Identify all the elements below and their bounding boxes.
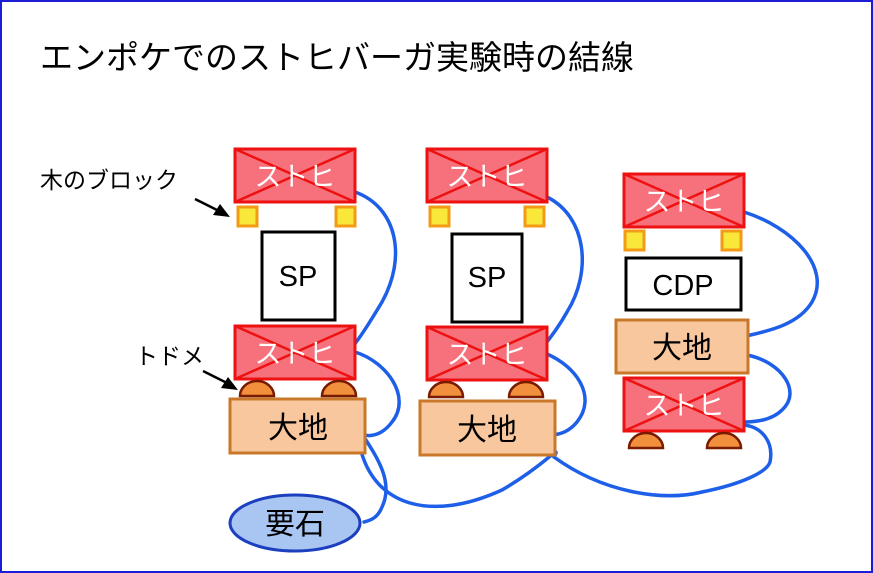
todome-stopper [238, 379, 276, 398]
device-box: SP [450, 232, 524, 324]
bottom-stohi-block: ストヒ [425, 325, 549, 382]
top-stohi-block: ストヒ [233, 147, 357, 204]
stohi-label: ストヒ [644, 391, 725, 422]
stohi-label: ストヒ [255, 162, 336, 193]
ground-block: 大地 [228, 397, 367, 455]
diagram-title: エンポケでのストヒバーガ実験時の結線 [40, 38, 634, 77]
bottom-stohi-block: ストヒ [622, 376, 746, 433]
todome-stopper [507, 380, 545, 399]
device-box: CDP [624, 256, 743, 312]
device-label: SP [279, 261, 318, 293]
wires [350, 190, 819, 524]
keystone-label: 要石 [265, 507, 325, 542]
device-box: SP [260, 230, 337, 322]
wire [552, 423, 773, 498]
ground-label: 大地 [268, 411, 328, 446]
ground-block: 大地 [418, 399, 557, 457]
ground-block: 大地 [614, 318, 750, 375]
bottom-stohi-block: ストヒ [233, 324, 357, 381]
stohi-label: ストヒ [644, 187, 725, 218]
device-label: SP [468, 262, 507, 294]
wood-block-arrow [194, 197, 230, 217]
wood-block [523, 205, 546, 228]
wood-block [236, 205, 259, 228]
wood-block [623, 229, 646, 252]
stohi-label: ストヒ [255, 339, 336, 370]
top-stohi-block: ストヒ [425, 147, 549, 204]
stohi-label: ストヒ [447, 340, 528, 371]
ground-label: 大地 [652, 331, 712, 366]
wood-block [720, 229, 743, 252]
wood-block-label: 木のブロック [40, 168, 178, 194]
todome-label: トドメ [135, 344, 204, 370]
todome-stopper [427, 380, 465, 399]
device-label: CDP [652, 270, 713, 302]
todome-arrow [202, 369, 238, 390]
ground-label: 大地 [457, 413, 517, 448]
todome-stopper [320, 379, 358, 398]
stohi-label: ストヒ [447, 162, 528, 193]
todome-stopper [705, 431, 743, 450]
top-stohi-block: ストヒ [622, 172, 746, 229]
wire [545, 352, 587, 437]
wire [360, 432, 388, 524]
wire [742, 353, 792, 424]
todome-stopper [627, 431, 665, 450]
wire [540, 195, 584, 350]
wood-block [428, 205, 451, 228]
wire [740, 210, 819, 339]
wire [350, 190, 398, 349]
keystone: 要石 [228, 493, 362, 553]
wood-block [334, 205, 357, 228]
